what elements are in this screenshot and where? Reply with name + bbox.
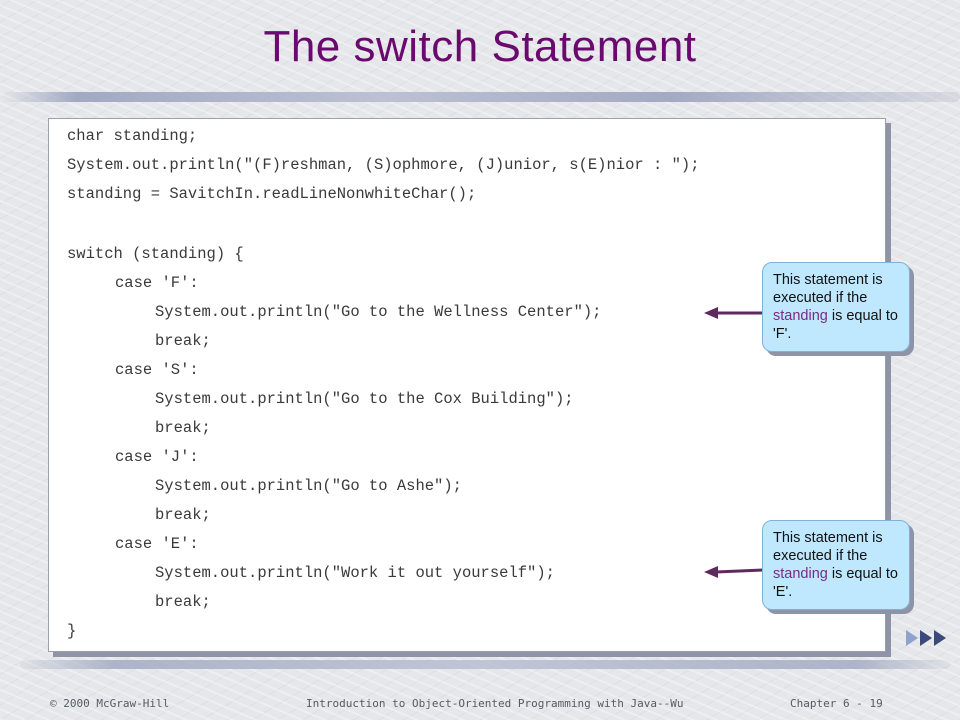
nav-arrow-dark-icon[interactable] bbox=[934, 630, 946, 646]
callout-arrow-icon-f bbox=[704, 307, 764, 319]
code-line-15: case 'E': bbox=[115, 535, 199, 553]
code-line-11: break; bbox=[155, 419, 211, 437]
code-line-13: System.out.println("Go to Ashe"); bbox=[155, 477, 462, 495]
slide-title: The switch Statement bbox=[263, 22, 697, 71]
callout-f-text-post: is equal to 'F'. bbox=[773, 308, 898, 342]
code-line-3: standing = SavitchIn.readLineNonwhiteCha… bbox=[67, 185, 477, 203]
callout-e-keyword: standing bbox=[773, 566, 828, 582]
slide-navigation[interactable] bbox=[906, 630, 946, 646]
code-line-7: System.out.println("Go to the Wellness C… bbox=[155, 303, 602, 321]
footer-copyright: © 2000 McGraw-Hill bbox=[50, 697, 170, 710]
callout-e-text-pre: This statement is executed if the bbox=[773, 530, 883, 564]
code-line-10: System.out.println("Go to the Cox Buildi… bbox=[155, 390, 574, 408]
callout-f-text-pre: This statement is executed if the bbox=[773, 272, 883, 306]
nav-arrow-light-icon[interactable] bbox=[906, 630, 918, 646]
code-line-6: case 'F': bbox=[115, 274, 199, 292]
footer-course-title: Introduction to Object-Oriented Programm… bbox=[306, 697, 684, 710]
code-line-14: break; bbox=[155, 506, 211, 524]
callout-arrow-icon-e bbox=[704, 566, 765, 578]
code-line-16: System.out.println("Work it out yourself… bbox=[155, 564, 555, 582]
code-line-18: } bbox=[67, 622, 77, 640]
nav-arrow-dark-icon[interactable] bbox=[920, 630, 932, 646]
code-line-2: System.out.println("(F)reshman, (S)ophmo… bbox=[67, 156, 700, 174]
code-panel: char standing; System.out.println("(F)re… bbox=[48, 118, 886, 652]
code-line-1: char standing; bbox=[67, 127, 198, 145]
callout-f-keyword: standing bbox=[773, 308, 828, 324]
code-line-12: case 'J': bbox=[115, 448, 199, 466]
code-line-17: break; bbox=[155, 593, 211, 611]
code-line-5: switch (standing) { bbox=[67, 245, 244, 263]
code-line-8: break; bbox=[155, 332, 211, 350]
callout-case-f: This statement is executed if the standi… bbox=[762, 262, 910, 352]
callout-case-e: This statement is executed if the standi… bbox=[762, 520, 910, 610]
callout-e-text-post: is equal to 'E'. bbox=[773, 566, 898, 600]
footer-chapter-page: Chapter 6 - 19 bbox=[790, 697, 883, 710]
decorative-brush-stroke-top bbox=[0, 92, 960, 102]
decorative-brush-stroke-bottom bbox=[20, 660, 950, 669]
code-line-9: case 'S': bbox=[115, 361, 199, 379]
